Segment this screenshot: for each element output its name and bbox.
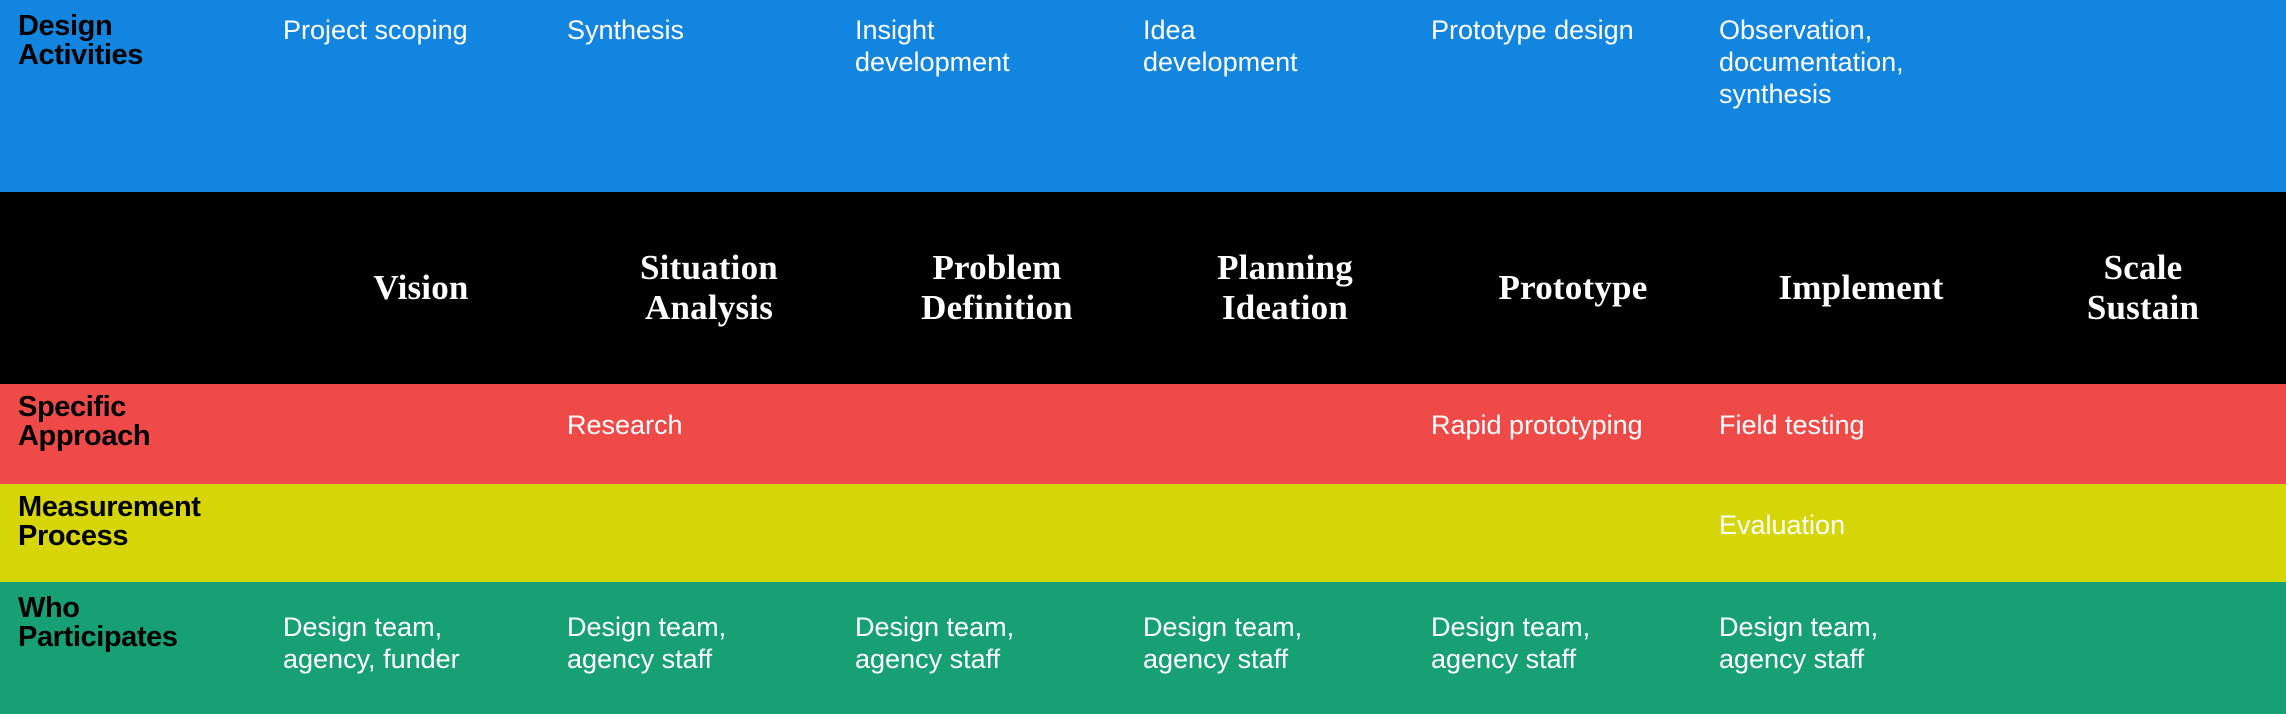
cell-who-participates-0: Design team, agency, funder [283,612,460,674]
phase-vision: Vision [373,267,469,307]
row-label-who-participates: Who Participates [18,592,178,653]
row-measurement-process: Measurement Process Evaluation [0,484,2286,582]
cell-who-participates-3: Design team, agency staff [1143,612,1303,674]
design-activities-cells: Project scoping Synthesis Insight develo… [0,0,2286,192]
row-label-specific-approach: Specific Approach [18,391,151,452]
cell-design-activities-5: Observation, documentation, synthesis [1719,15,1904,109]
cell-who-participates-2: Design team, agency staff [855,612,1015,674]
cell-design-activities-4: Prototype design [1431,15,1634,45]
row-phases: Vision Situation Analysis Problem Defini… [0,192,2286,384]
row-specific-approach: Specific Approach Research Rapid prototy… [0,384,2286,484]
cell-design-activities-0: Project scoping [283,15,468,45]
who-participates-cells: Design team, agency, funder Design team,… [0,582,2286,714]
cell-design-activities-1: Synthesis [567,15,685,45]
cell-specific-approach-4: Rapid prototyping [1431,410,1643,440]
measurement-process-cells: Evaluation [0,484,2286,582]
row-label-design-activities: Design Activities [18,10,143,71]
phase-planning-ideation: Planning Ideation [1217,247,1353,327]
phase-problem-definition: Problem Definition [921,247,1073,327]
row-who-participates: Who Participates Design team, agency, fu… [0,582,2286,714]
cell-measurement-process-5: Evaluation [1719,510,1846,540]
cell-who-participates-4: Design team, agency staff [1431,612,1591,674]
phase-implement: Implement [1778,267,1944,307]
phase-situation-analysis: Situation Analysis [640,247,778,327]
cell-design-activities-3: Idea development [1143,15,1298,77]
phase-prototype: Prototype [1498,267,1648,307]
row-label-measurement-process: Measurement Process [18,491,201,552]
cell-specific-approach-5: Field testing [1719,410,1865,440]
cell-design-activities-2: Insight development [855,15,1010,77]
cell-specific-approach-1: Research [567,410,683,440]
row-design-activities: Design Activities Project scoping Synthe… [0,0,2286,192]
cell-who-participates-5: Design team, agency staff [1719,612,1879,674]
phase-scale-sustain: Scale Sustain [2086,247,2200,327]
cell-who-participates-1: Design team, agency staff [567,612,727,674]
specific-approach-cells: Research Rapid prototyping Field testing [0,384,2286,484]
